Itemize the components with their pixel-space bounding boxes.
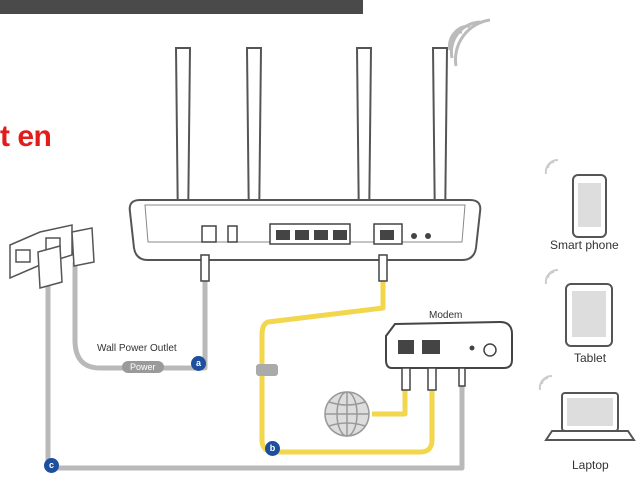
tablet-label: Tablet: [574, 351, 607, 365]
ethernet-cable: [259, 280, 435, 455]
step-badge-c: c: [44, 458, 59, 473]
wall-power-outlet-label: Wall Power Outlet: [97, 343, 177, 354]
smart-phone-icon: [544, 158, 607, 238]
power-adapter: [37, 227, 95, 289]
globe-icon: [324, 391, 370, 437]
page-heading-fragment: t en: [0, 120, 52, 153]
step-badge-b: b: [265, 441, 280, 456]
power-cable-tag: Power: [122, 361, 164, 373]
laptop-label: Laptop: [572, 458, 609, 472]
wifi-signal-icon: [448, 18, 491, 67]
modem-label: Modem: [429, 310, 463, 321]
step-badge-a: a: [191, 356, 206, 371]
router: [128, 199, 482, 282]
modem: [385, 320, 513, 391]
cable-coil: [256, 364, 278, 376]
laptop-icon: [538, 374, 636, 441]
top-banner-bar: [0, 0, 363, 14]
tablet-icon: [544, 268, 613, 347]
smart-phone-label: Smart phone: [550, 238, 619, 252]
